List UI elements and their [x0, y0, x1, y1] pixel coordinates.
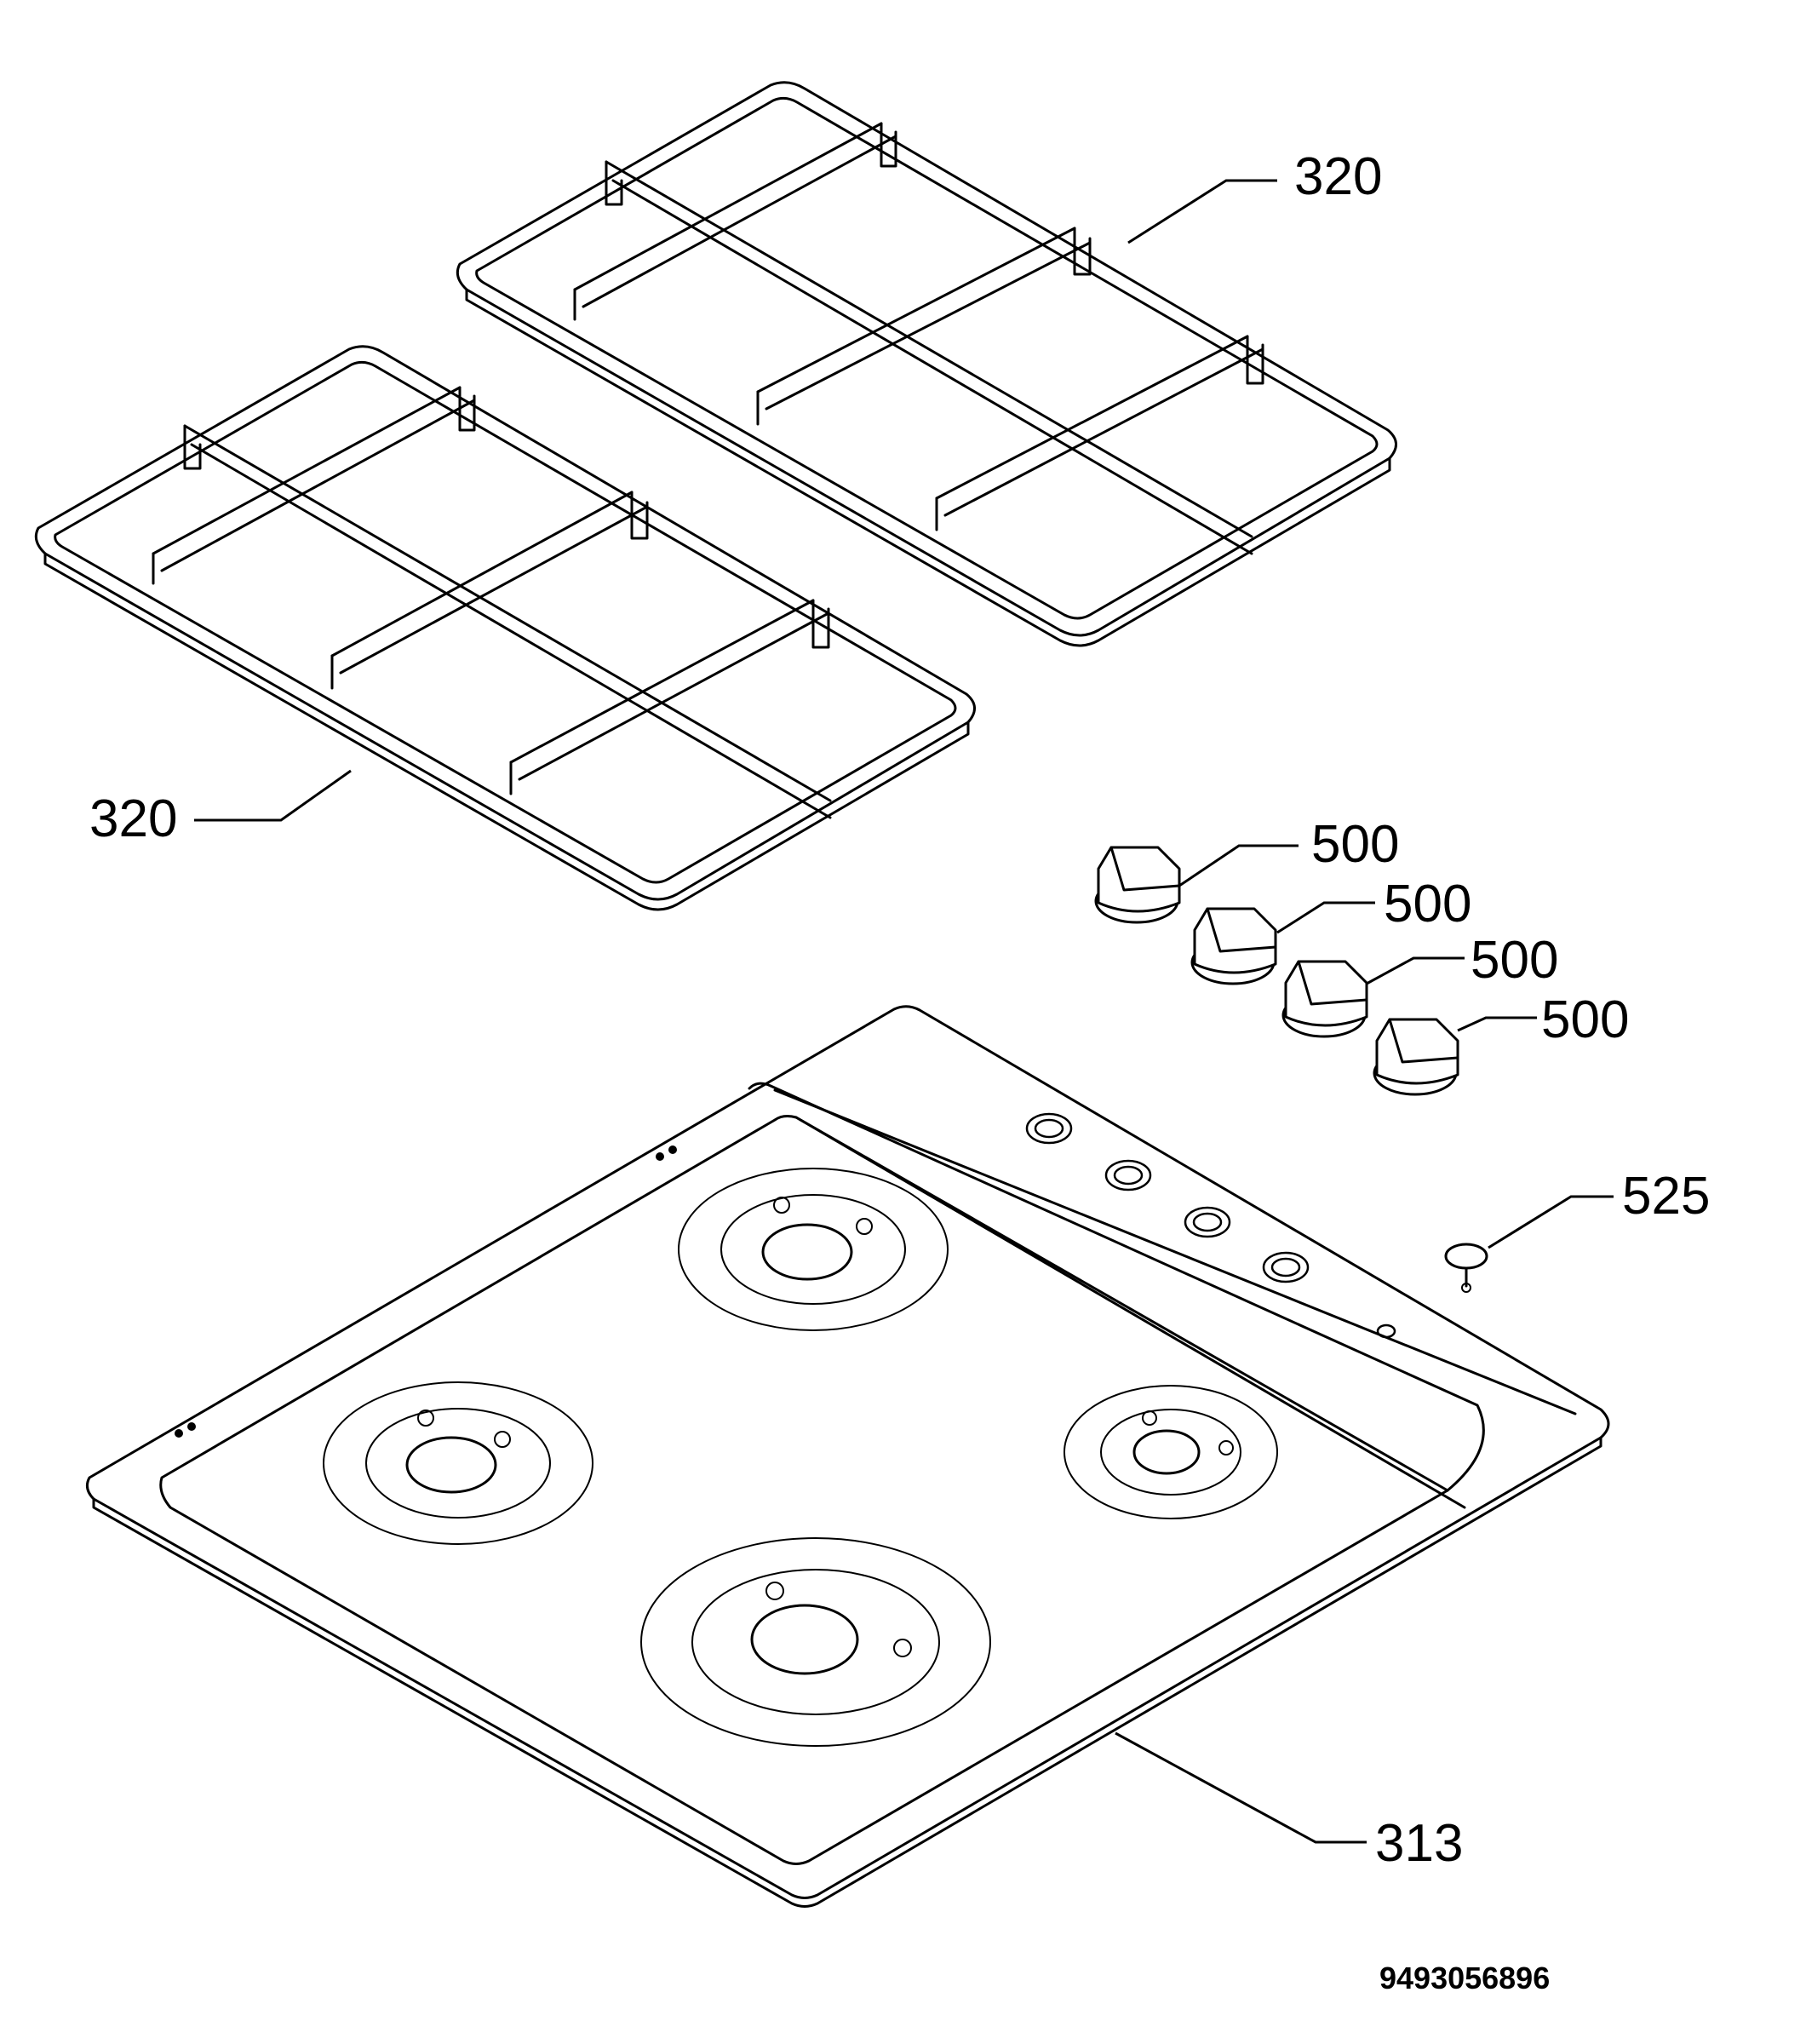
knob-2 [1190, 907, 1277, 985]
knob-1 [1094, 846, 1181, 924]
callout-320-left: 320 [89, 789, 177, 848]
control-knobs [1094, 846, 1459, 1096]
pan-support-right [456, 81, 1397, 647]
callout-313: 313 [1375, 1814, 1463, 1873]
knob-3 [1281, 960, 1368, 1038]
callout-500-1: 500 [1311, 815, 1399, 874]
knob-4 [1373, 1018, 1459, 1096]
callout-525: 525 [1622, 1167, 1710, 1226]
leader-lines [194, 179, 1614, 1844]
callout-500-3: 500 [1471, 931, 1558, 990]
knob-holes [1025, 1112, 1396, 1339]
burner-left [323, 1381, 593, 1545]
burner-front [640, 1537, 991, 1747]
burner-rear [678, 1168, 949, 1331]
callout-320-right: 320 [1294, 147, 1382, 206]
pan-support-left [34, 345, 976, 911]
callout-500-2: 500 [1384, 875, 1471, 933]
callout-500-4: 500 [1541, 990, 1629, 1049]
screw-part [1444, 1243, 1488, 1293]
document-number: 9493056896 [1379, 1961, 1550, 1995]
hob-top-plate [85, 1005, 1610, 1908]
burner-right [1064, 1385, 1278, 1519]
